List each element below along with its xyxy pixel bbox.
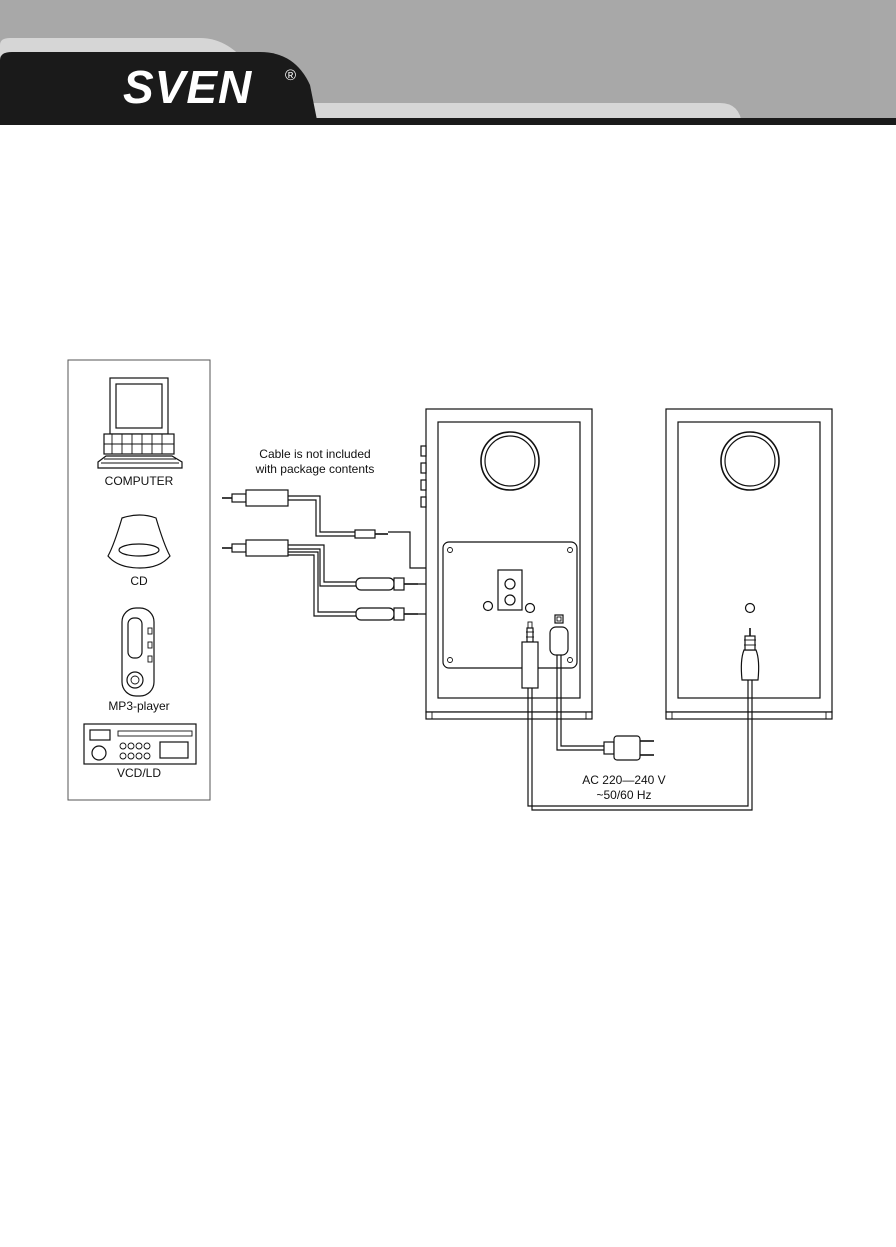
source-devices-panel: COMPUTER CD MP3-player	[67, 359, 211, 801]
cable-note-line2: with package contents	[255, 462, 375, 476]
rca-input-block	[497, 569, 523, 611]
computer-label: COMPUTER	[105, 474, 174, 488]
registered-mark: ®	[285, 67, 296, 84]
power-plug	[613, 735, 641, 761]
passive-speaker-input	[744, 602, 756, 614]
cd-icon	[107, 514, 171, 569]
cable-note-line1: Cable is not included	[259, 447, 370, 461]
passive-speaker-cabinet	[665, 408, 833, 713]
minijack-input	[482, 600, 494, 612]
passive-speaker	[665, 408, 833, 720]
power-spec-line2: ~50/60 Hz	[596, 788, 651, 802]
mp3-player-icon	[121, 607, 155, 697]
header-dark-tab	[0, 52, 318, 125]
vcd-ld-icon	[83, 723, 197, 765]
rca-input-bottom	[504, 594, 516, 606]
header-bottom-bar	[0, 118, 896, 125]
active-speaker-cabinet	[425, 408, 593, 713]
speaker-output-jack	[524, 602, 536, 614]
sven-logo: SVEN	[123, 61, 252, 113]
computer-icon	[97, 377, 183, 469]
cd-label: CD	[130, 574, 148, 588]
header-band: SVEN ®	[0, 0, 896, 125]
power-spec-line1: AC 220—240 V	[582, 773, 665, 787]
rca-input-top	[504, 578, 516, 590]
rear-panel	[442, 541, 578, 669]
active-speaker	[420, 408, 593, 720]
power-cord	[556, 655, 654, 761]
vcd-ld-label: VCD/LD	[117, 766, 161, 780]
speaker-link-cable	[521, 621, 760, 811]
power-cord-socket	[549, 626, 569, 656]
mp3-player-label: MP3-player	[108, 699, 169, 713]
